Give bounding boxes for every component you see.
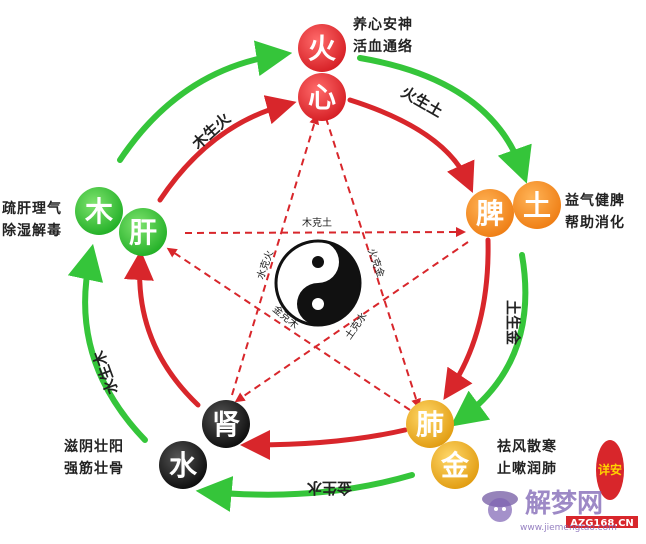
note-earth: 益气健脾 帮助消化 — [565, 190, 625, 234]
spleen-organ-label: 脾 — [476, 197, 504, 230]
yin-yang-symbol — [274, 239, 362, 327]
note-fire-line-1: 养心安神 — [353, 17, 413, 33]
seal-text: 详安 — [598, 462, 622, 477]
label-water-generates-wood: 水生木 — [89, 347, 122, 396]
heart-organ-label: 心 — [308, 81, 336, 114]
note-wood: 疏肝理气 除湿解毒 — [2, 198, 62, 242]
red-arc-liver-to-heart — [157, 95, 297, 203]
seal-icon: 详安 — [596, 440, 624, 500]
arc-wood-to-fire — [117, 40, 293, 163]
wood-element-label: 木 — [84, 195, 113, 228]
fire-element-label: 火 — [308, 32, 336, 65]
label-fire-generates-earth: 火生土 — [398, 83, 446, 121]
note-water: 滋阴壮阳 强筋壮骨 — [64, 436, 124, 480]
node-wood: 木 肝 — [75, 187, 167, 256]
watermark-logo: 详安 解梦网 AZG168.CN www.jiemengtao.com — [482, 440, 638, 533]
note-fire: 养心安神 活血通络 — [353, 14, 413, 58]
red-arc-lung-to-kidney — [240, 427, 408, 460]
note-wood-line-2: 除湿解毒 — [2, 223, 62, 239]
watermark-url: www.jiemengtao.com — [520, 523, 617, 533]
label-wood-controls-earth: 木克土 — [302, 216, 332, 229]
red-arc-spleen-to-lung — [443, 237, 491, 400]
note-metal-line-2: 止嗽润肺 — [497, 461, 557, 477]
note-metal-line-1: 祛风散寒 — [497, 439, 557, 455]
node-metal: 肺 金 — [406, 400, 479, 489]
watermark-domain: AZG168.CN — [570, 518, 634, 529]
line-heart-to-lung — [325, 117, 421, 409]
red-arc-kidney-to-liver — [123, 250, 201, 408]
controlling-star — [166, 114, 469, 411]
note-metal: 祛风散寒 止嗽润肺 — [497, 436, 557, 480]
label-water-controls-fire: 水克火 — [255, 249, 277, 281]
node-earth: 脾 土 — [466, 181, 561, 237]
arc-fire-to-earth — [357, 55, 532, 184]
watermark-brand: 解梦网 — [525, 489, 603, 519]
lung-organ-label: 肺 — [416, 408, 444, 441]
mascot-icon — [482, 491, 518, 522]
water-element-label: 水 — [169, 449, 198, 482]
liver-organ-label: 肝 — [129, 216, 157, 249]
note-water-line-2: 强筋壮骨 — [64, 461, 124, 477]
line-spleen-to-kidney — [234, 241, 469, 403]
label-fire-controls-metal: 火克金 — [365, 247, 387, 280]
earth-element-label: 土 — [523, 189, 551, 222]
note-fire-line-2: 活血通络 — [353, 39, 413, 55]
outer-generating-arcs — [67, 40, 532, 512]
node-water: 肾 水 — [159, 400, 250, 489]
note-earth-line-2: 帮助消化 — [565, 215, 625, 231]
arc-metal-to-water — [195, 472, 415, 512]
inner-generating-arcs — [123, 95, 491, 460]
line-lung-to-liver — [166, 247, 411, 411]
arc-water-to-wood — [67, 243, 148, 443]
label-metal-generates-water: 金生水 — [306, 479, 353, 497]
note-wood-line-1: 疏肝理气 — [2, 201, 62, 217]
metal-element-label: 金 — [440, 449, 470, 482]
node-fire: 火 心 — [298, 24, 346, 121]
line-liver-to-spleen — [184, 227, 466, 238]
label-earth-generates-metal: 土生金 — [504, 300, 522, 346]
note-earth-line-1: 益气健脾 — [565, 193, 625, 209]
red-arc-heart-to-spleen — [347, 97, 475, 193]
line-kidney-to-heart — [231, 114, 320, 396]
note-water-line-1: 滋阴壮阳 — [64, 439, 124, 455]
kidney-organ-label: 肾 — [212, 408, 240, 441]
arc-earth-to-metal — [450, 252, 529, 427]
